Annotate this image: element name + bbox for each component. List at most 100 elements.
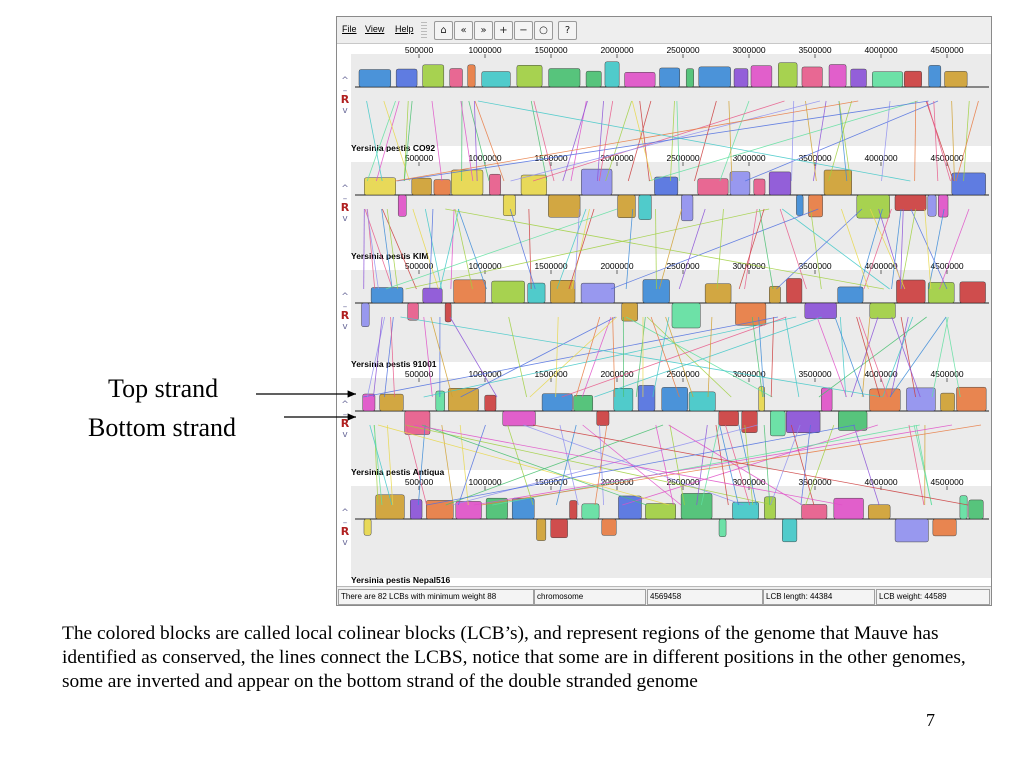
reset-button[interactable]: R	[340, 309, 350, 322]
lcb-block	[928, 65, 942, 88]
minus-icon[interactable]: –	[342, 518, 348, 528]
ruler-tick-label: 1500000	[534, 261, 567, 271]
lcb-block	[758, 386, 765, 412]
lcb-connector-line	[417, 424, 426, 506]
lcb-block	[741, 410, 758, 433]
menu-file[interactable]: File	[342, 24, 357, 34]
lcb-block	[671, 302, 701, 329]
scroll-down-icon[interactable]: v	[342, 322, 348, 332]
lcb-connector-line	[910, 208, 948, 290]
lcb-block	[379, 393, 404, 412]
home-icon[interactable]: ⌂	[434, 21, 453, 40]
menu-help[interactable]: Help	[395, 24, 414, 34]
minus-icon[interactable]: –	[342, 194, 348, 204]
lcb-connector-line	[400, 316, 883, 398]
zoom-reset-icon[interactable]: ○	[534, 21, 553, 40]
lcb-connector-line	[559, 424, 579, 506]
scroll-down-icon[interactable]: v	[342, 214, 348, 224]
genome-name-label: Yersinia pestis Antiqua	[351, 467, 444, 477]
ruler-tick-label: 3000000	[732, 477, 765, 487]
reset-button[interactable]: R	[340, 417, 350, 430]
scroll-up-icon[interactable]: ^	[341, 184, 349, 194]
lcb-block	[778, 62, 798, 88]
lcb-block	[718, 518, 727, 537]
minus-icon[interactable]: –	[342, 302, 348, 312]
lcb-connector-line	[715, 424, 729, 506]
ruler-tick-label: 3000000	[732, 261, 765, 271]
lcb-block	[637, 385, 656, 412]
lcb-block	[548, 68, 581, 88]
lcb-connector-line	[454, 208, 473, 290]
scroll-down-icon[interactable]: v	[342, 538, 348, 548]
lcb-connector-line	[403, 100, 413, 182]
lcb-connector-line	[913, 424, 933, 506]
reset-button[interactable]: R	[340, 93, 350, 106]
minus-icon[interactable]: –	[342, 410, 348, 420]
lcb-connector-line	[522, 424, 744, 506]
lcb-block	[435, 390, 445, 412]
lcb-connector-line	[366, 100, 396, 182]
zoom-in-icon[interactable]: +	[494, 21, 513, 40]
reset-button[interactable]: R	[340, 525, 350, 538]
lcb-block	[838, 410, 868, 431]
lcb-connector-line	[856, 316, 881, 398]
lcb-block	[601, 518, 617, 536]
lcb-connector-line	[805, 100, 817, 182]
lcb-connector-line	[612, 316, 616, 398]
zoom-out-icon[interactable]: −	[514, 21, 533, 40]
scroll-down-icon[interactable]: v	[342, 106, 348, 116]
lcb-connector-line	[828, 100, 853, 182]
lcb-connector-line	[473, 424, 953, 506]
lcb-connector-line	[421, 424, 647, 506]
lcb-block	[735, 302, 767, 326]
lcb-connector-line	[882, 316, 914, 398]
ruler-tick-label: 2500000	[666, 261, 699, 271]
lcb-connector-line	[445, 208, 884, 290]
lcb-block	[548, 194, 581, 218]
lcb-block	[645, 503, 676, 520]
lcb-block	[481, 71, 511, 88]
scroll-up-icon[interactable]: ^	[341, 76, 349, 86]
lcb-connector-line	[473, 100, 478, 182]
lcb-connector-line	[426, 424, 856, 506]
lcb-block	[422, 64, 445, 88]
scroll-left-icon[interactable]: «	[454, 21, 473, 40]
lcb-connector-line	[561, 316, 787, 398]
scroll-up-icon[interactable]: ^	[341, 292, 349, 302]
lcb-connector-line	[805, 424, 835, 506]
lcb-connector-line	[532, 424, 969, 506]
ruler-tick-label: 2000000	[600, 45, 633, 55]
lcb-connector-line	[386, 208, 398, 290]
toolbar-grip[interactable]	[421, 22, 427, 38]
lcb-connector-line	[384, 316, 394, 398]
scroll-up-icon[interactable]: ^	[341, 400, 349, 410]
help-icon[interactable]: ?	[558, 21, 577, 40]
scroll-down-icon[interactable]: v	[342, 430, 348, 440]
status-bar: There are 82 LCBs with minimum weight 88…	[337, 586, 991, 605]
lcb-block	[951, 172, 986, 196]
scroll-up-icon[interactable]: ^	[341, 508, 349, 518]
lcb-connector-line	[900, 208, 917, 290]
lcb-connector-line	[460, 100, 474, 182]
ruler-tick-label: 500000	[405, 153, 434, 163]
lcb-connector-line	[800, 424, 811, 506]
lcb-block	[484, 394, 497, 412]
scroll-right-icon[interactable]: »	[474, 21, 493, 40]
lcb-connector-line	[914, 100, 917, 182]
ruler-tick-label: 4000000	[864, 153, 897, 163]
lcb-connector-line	[451, 424, 758, 506]
lcb-block	[871, 71, 904, 88]
lcb-connector-line	[574, 208, 580, 290]
reset-button[interactable]: R	[340, 201, 350, 214]
lcb-connector-line	[646, 316, 732, 398]
lcb-block	[451, 169, 484, 196]
lcb-block	[397, 194, 407, 217]
lcb-connector-line	[810, 208, 822, 290]
minus-icon[interactable]: –	[342, 86, 348, 96]
lcb-connector-line	[840, 208, 869, 290]
lcb-connector-line	[635, 316, 646, 398]
lcb-connector-line	[562, 100, 588, 182]
lcb-connector-line	[598, 100, 614, 182]
menu-view[interactable]: View	[365, 24, 385, 34]
